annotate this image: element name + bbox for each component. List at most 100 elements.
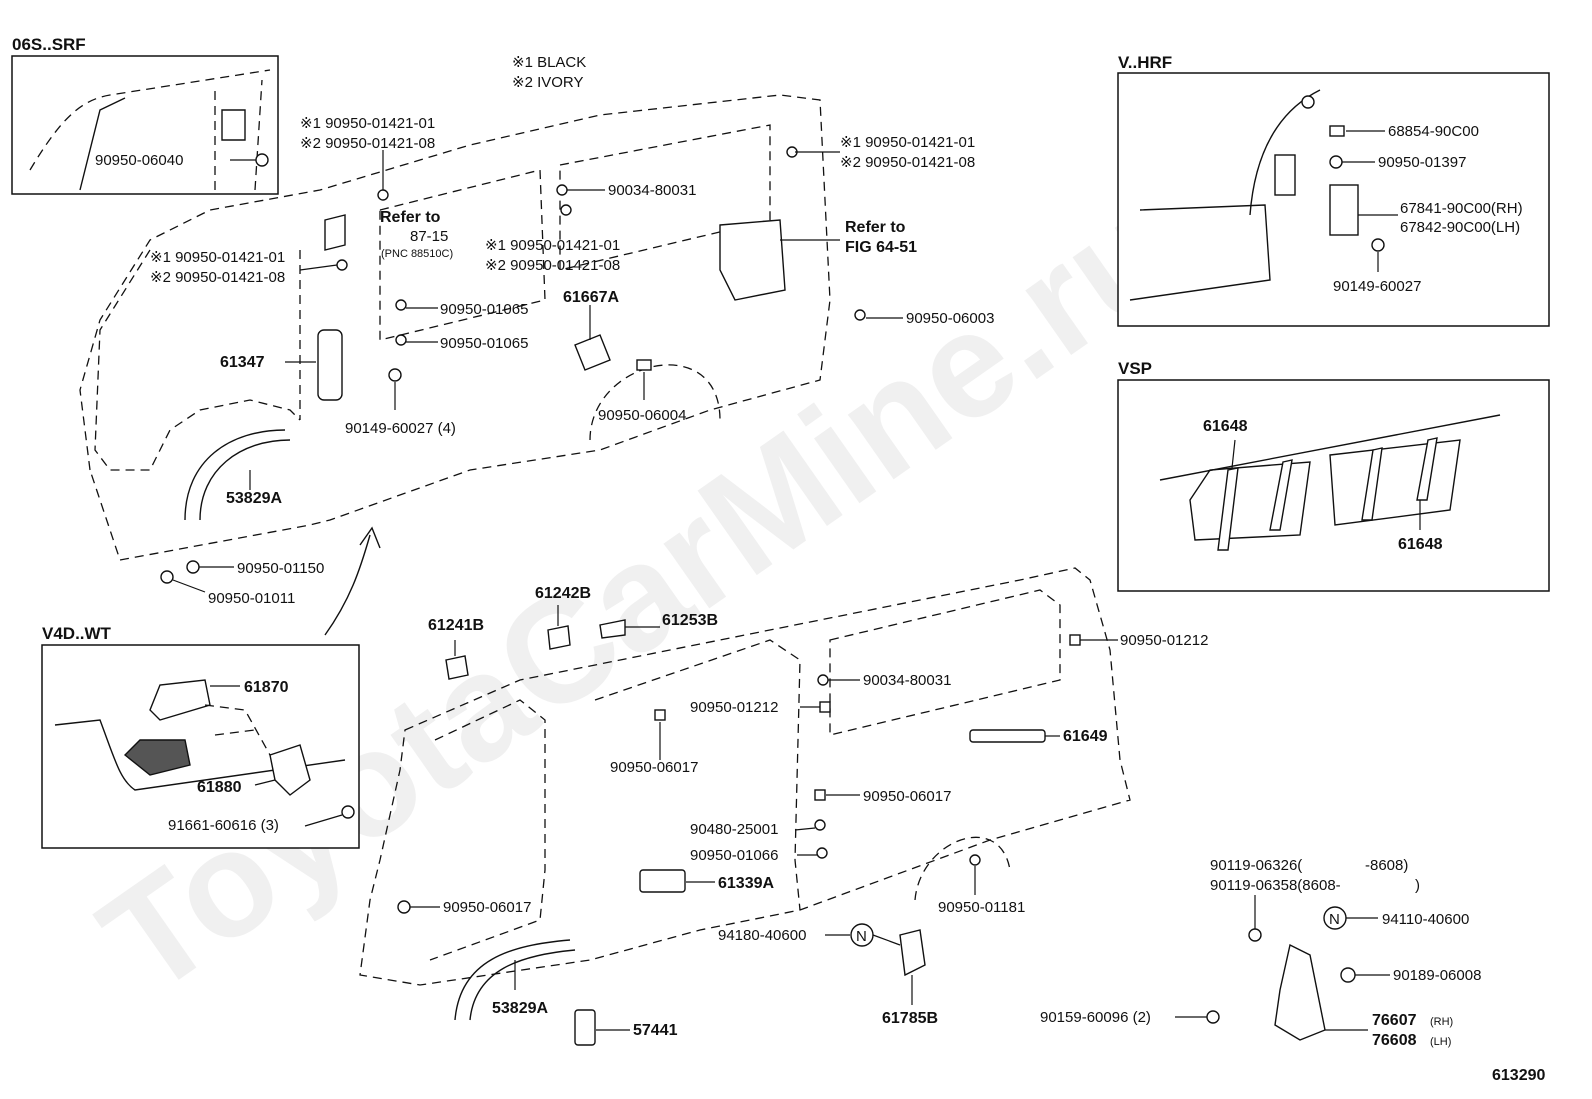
label-94110: 94110-40600 <box>1382 911 1469 928</box>
label-06003: 90950-06003 <box>906 310 994 327</box>
inset-wt-leader-2 <box>254 779 276 786</box>
label-01065-b: 90950-01065 <box>440 335 528 352</box>
label-61648-a: 61648 <box>1203 418 1248 435</box>
inset-wt-title: V4D..WT <box>42 624 112 643</box>
label-61880: 61880 <box>197 779 242 796</box>
label-91661: 91661-60616 (3) <box>168 817 279 834</box>
bolt-lower-1 <box>1248 928 1262 942</box>
inset-srf-pillar <box>79 97 126 191</box>
clip-4 <box>560 204 572 216</box>
clip-06003 <box>854 309 866 321</box>
bolt-lower-2 <box>1206 1010 1220 1024</box>
clip-3 <box>556 184 568 196</box>
label-refer-1-line2: 87-15 <box>410 228 448 245</box>
upper-body-window-2 <box>559 124 771 271</box>
inset-hrf-cover <box>1329 184 1359 236</box>
label-57441: 57441 <box>633 1022 678 1039</box>
label-06358-range: ) <box>1415 877 1420 894</box>
label-refer-2-line2: FIG 64-51 <box>845 239 917 256</box>
leader-15 <box>299 264 338 271</box>
label-90034-80031-lower: 90034-80031 <box>863 672 951 689</box>
arrow-head <box>359 526 381 549</box>
inset-srf-part: 90950-06040 <box>95 152 183 169</box>
label-01212-right: 90950-01212 <box>1120 632 1208 649</box>
label-61649: 61649 <box>1063 728 1108 745</box>
label-06017-b: 90950-06017 <box>863 788 951 805</box>
clip-lower-7 <box>816 847 828 859</box>
label-01397: 90950-01397 <box>1378 154 1466 171</box>
inset-wt-hatch <box>149 679 211 721</box>
clip-lower-6 <box>814 819 826 831</box>
legend-ivory: ※2 IVORY <box>512 74 583 91</box>
label-76608-lh: (LH) <box>1430 1036 1451 1048</box>
inset-vsp-title: VSP <box>1118 359 1152 378</box>
label-06017-c: 90950-06017 <box>443 899 531 916</box>
label-94180: 94180-40600 <box>718 927 806 944</box>
inset-hrf-vent <box>1274 154 1296 196</box>
label-61870: 61870 <box>244 679 289 696</box>
part-61241b-shape <box>445 655 469 680</box>
label-60096: 90159-60096 (2) <box>1040 1009 1151 1026</box>
inset-wt-base <box>123 739 191 776</box>
mudguard-shape <box>1274 943 1326 1041</box>
label-06004: 90950-06004 <box>598 407 686 424</box>
inset-hrf-clip-1 <box>1301 95 1315 109</box>
label-clip-mid-1: ※1 90950-01421-01 <box>485 237 620 254</box>
label-clip-topleft-1: ※1 90950-01421-01 <box>300 115 435 132</box>
inset-vsp-window-2 <box>1329 439 1461 526</box>
lower-body-mid-door <box>594 639 801 911</box>
inset-srf-vent <box>221 109 246 141</box>
label-01065-a: 90950-01065 <box>440 301 528 318</box>
inset-wt-frame <box>41 644 360 849</box>
clip-lower-3 <box>819 701 831 713</box>
upper-body-arch-trim <box>184 429 286 521</box>
label-refer-1-line1: Refer to <box>380 209 441 226</box>
clip-1 <box>377 189 389 201</box>
label-clip-mid-2: ※2 90950-01421-08 <box>485 257 620 274</box>
legend-black: ※1 BLACK <box>512 54 586 71</box>
label-clip-left-2: ※2 90950-01421-08 <box>150 269 285 286</box>
part-61242b-shape <box>547 625 571 650</box>
inset-vsp-pillar-3 <box>1361 447 1383 521</box>
inset-srf: 06S..SRF 90950-06040 <box>11 35 279 195</box>
inset-srf-roofline <box>29 69 271 171</box>
clip-06004 <box>636 359 652 371</box>
inset-srf-title: 06S..SRF <box>12 35 86 54</box>
part-61339a-shape <box>639 869 686 893</box>
inset-vsp-leader-1 <box>1231 439 1236 469</box>
label-90149-hrf: 90149-60027 <box>1333 278 1421 295</box>
label-06326-range: -8608) <box>1365 857 1408 874</box>
refer-87-15-part <box>324 214 346 251</box>
part-61649-shape <box>969 729 1046 743</box>
clip-7 <box>395 334 407 346</box>
inset-wt-panel <box>54 719 346 791</box>
inset-wt-bolt <box>341 805 355 819</box>
inset-wt-bracket <box>269 744 311 796</box>
label-61253b: 61253B <box>662 612 718 629</box>
label-76607: 76607 <box>1372 1012 1417 1029</box>
label-61785b: 61785B <box>882 1010 938 1027</box>
inset-wt: V4D..WT <box>41 624 360 849</box>
inset-srf-clip <box>255 153 269 167</box>
clip-lower-1 <box>1069 634 1081 646</box>
label-01011: 90950-01011 <box>208 590 295 607</box>
upper-body-arch-trim-inner <box>199 439 291 521</box>
inset-vsp-pillar-1 <box>1217 467 1239 551</box>
part-61785b-shape <box>899 929 926 977</box>
label-clip-right-2: ※2 90950-01421-08 <box>840 154 975 171</box>
label-53829a-upper: 53829A <box>226 490 282 507</box>
label-61339a: 61339A <box>718 875 774 892</box>
inset-hrf-screw <box>1371 238 1385 252</box>
inset-hrf-window <box>1129 204 1271 301</box>
label-90034-80031-upper: 90034-80031 <box>608 182 696 199</box>
label-clip-left-1: ※1 90950-01421-01 <box>150 249 285 266</box>
label-68854: 68854-90C00 <box>1388 123 1479 140</box>
nut-mark-1: N <box>856 928 867 945</box>
upper-body-outline <box>79 94 831 561</box>
inset-vsp-pillar-2 <box>1269 459 1293 531</box>
inset-srf-rear-edge <box>254 79 263 191</box>
label-06008: 90189-06008 <box>1393 967 1481 984</box>
clip-lower-5 <box>814 789 826 801</box>
label-76608: 76608 <box>1372 1032 1417 1049</box>
